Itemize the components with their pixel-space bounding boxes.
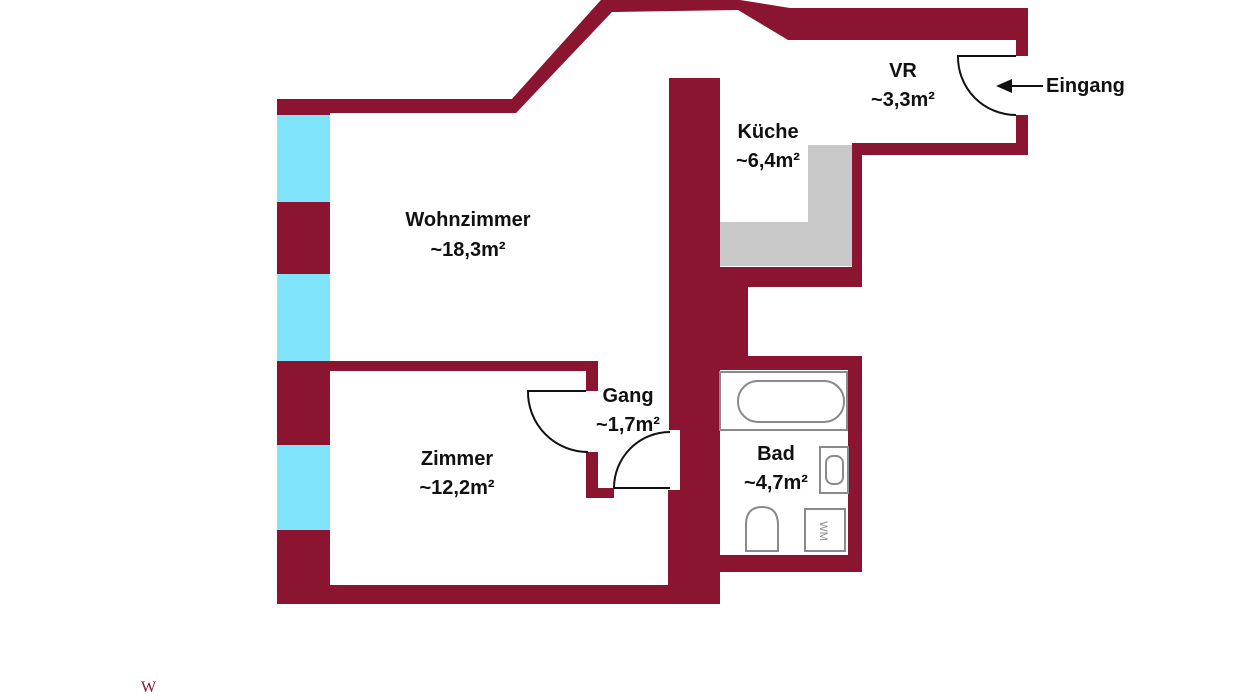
wall-central	[669, 78, 720, 430]
wall-kitchen-upper	[720, 143, 1028, 287]
window-2	[277, 274, 330, 361]
room-area-bad: ~4,7m²	[744, 472, 808, 494]
room-area-kueche: ~6,4m²	[736, 150, 800, 172]
wall-gang-bottom-left	[586, 452, 598, 498]
washbasin-bowl	[825, 455, 844, 485]
window-1	[277, 115, 330, 202]
entrance-label: Eingang	[1046, 75, 1125, 97]
wall-gang-bottom	[598, 488, 614, 498]
wall-zimmer-right	[668, 490, 720, 604]
kitchen-counter	[720, 145, 852, 266]
room-name-wohnzimmer: Wohnzimmer	[405, 209, 530, 231]
toilet-icon	[745, 505, 779, 552]
bad-door-icon	[612, 431, 671, 489]
room-area-gang: ~1,7m²	[596, 414, 660, 436]
entrance-arrow-icon	[996, 79, 1012, 93]
room-name-vr: VR	[889, 60, 917, 82]
washing-machine-icon	[804, 508, 846, 552]
gang-door-icon	[526, 390, 589, 453]
room-name-zimmer: Zimmer	[421, 448, 493, 470]
room-area-vr: ~3,3m²	[871, 89, 935, 111]
washing-machine-label: WM	[817, 521, 829, 541]
wall-bath-left	[720, 287, 748, 370]
room-name-kueche: Küche	[737, 121, 798, 143]
room-name-gang: Gang	[602, 385, 653, 407]
room-name-bad: Bad	[757, 443, 795, 465]
room-area-wohnzimmer: ~18,3m²	[430, 239, 505, 261]
entrance-door-icon	[956, 55, 1017, 116]
room-area-zimmer: ~12,2m²	[419, 477, 494, 499]
logo: W	[141, 679, 157, 696]
bathtub-basin	[737, 380, 845, 423]
wall-gang-left	[586, 361, 598, 391]
wall-room-divider	[330, 361, 598, 371]
window-3	[277, 445, 330, 530]
